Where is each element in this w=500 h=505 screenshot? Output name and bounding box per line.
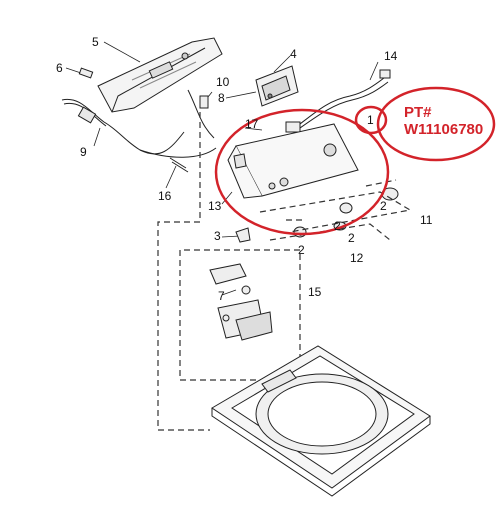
callout-2b: 2: [334, 219, 341, 233]
screw-part-6: [78, 67, 94, 79]
bracket-assembly-part-15: [209, 263, 273, 341]
highlight-ellipse-callout-1: [354, 105, 388, 135]
washer-top-cabinet: [211, 345, 431, 497]
clip-part-3: [235, 227, 251, 243]
callout-9: 9: [80, 145, 87, 159]
wire-harness-part-14: [285, 69, 391, 133]
callout-6: 6: [56, 61, 63, 75]
callout-14: 14: [384, 49, 398, 63]
console-panel-part-5: [97, 37, 223, 113]
callout-12: 12: [350, 251, 364, 265]
callout-2a: 2: [380, 199, 387, 213]
callout-5: 5: [92, 35, 99, 49]
part-number-note: PT# W11106780: [404, 104, 483, 139]
callout-15: 15: [308, 285, 322, 299]
highlight-ellipse-panel: [214, 108, 390, 236]
callout-16: 16: [158, 189, 172, 203]
control-panel-part-1: [227, 123, 359, 199]
callout-4: 4: [290, 47, 297, 61]
part-number-value: W11106780: [404, 121, 484, 139]
highlight-markup: [214, 86, 496, 236]
callout-3: 3: [214, 229, 221, 243]
callout-2d: 2: [298, 243, 305, 257]
callout-1: 1: [367, 113, 374, 127]
callout-8: 8: [218, 91, 225, 105]
wire-harness-part-9: [61, 89, 217, 158]
callout-13: 13: [208, 199, 222, 213]
control-board-part-4: [255, 65, 299, 107]
callout-7: 7: [218, 289, 225, 303]
leader-lines: [65, 41, 379, 296]
highlight-ellipse-part-number: [376, 86, 496, 162]
callout-10: 10: [216, 75, 230, 89]
callout-17: 17: [245, 117, 259, 131]
callout-11: 11: [420, 213, 433, 227]
part-number-prefix: PT#: [404, 104, 432, 121]
callout-2c: 2: [348, 231, 355, 245]
clip-part-16: [169, 157, 189, 173]
part-10-fastener: [199, 95, 209, 109]
